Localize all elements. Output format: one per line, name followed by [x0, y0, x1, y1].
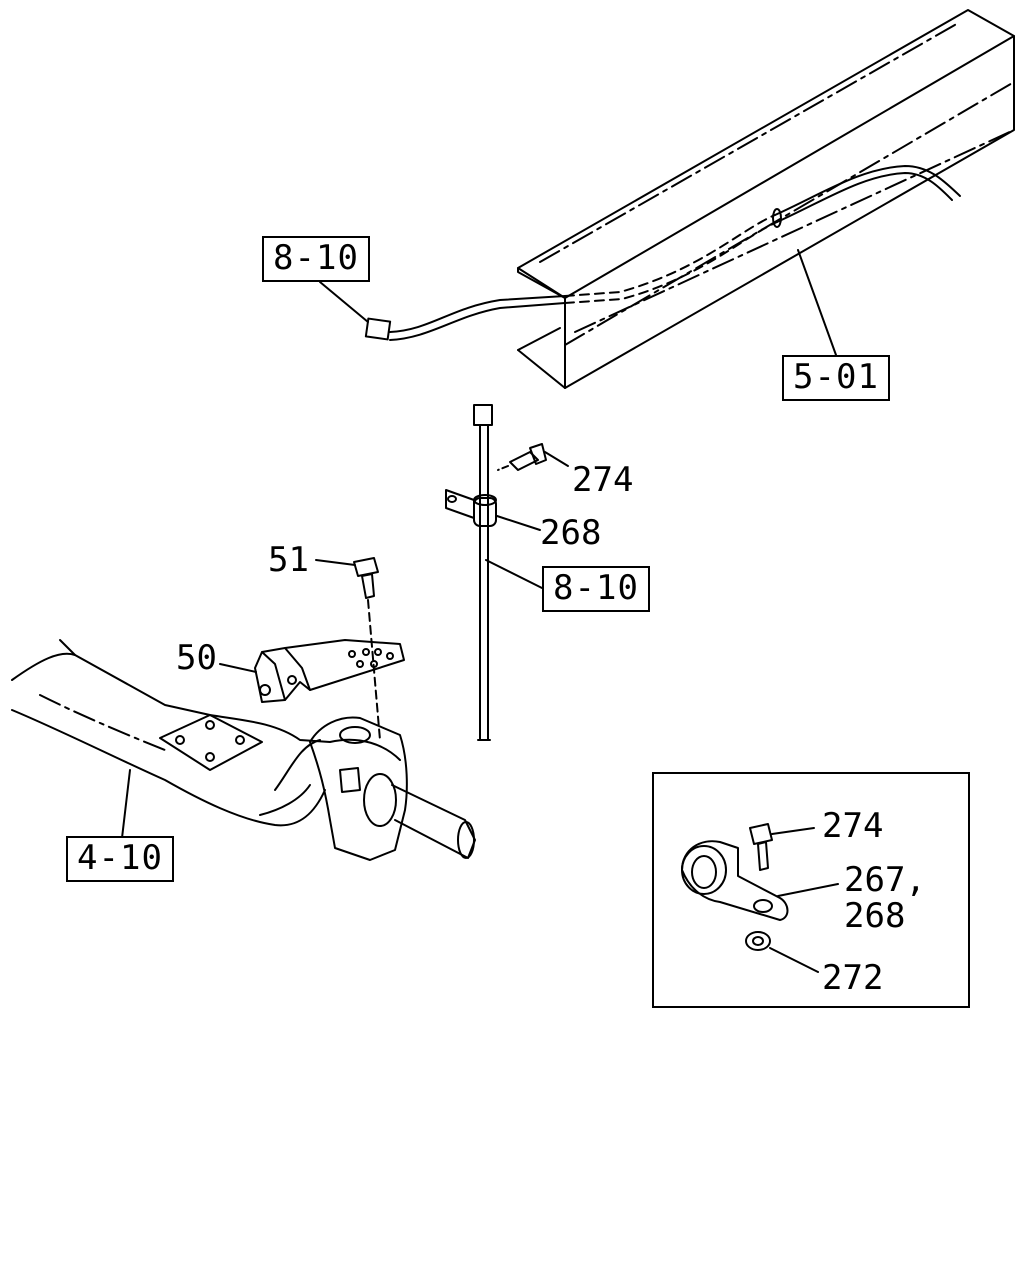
ref-box-frame[interactable]: 5-01: [782, 355, 890, 401]
ref-box-harness-top[interactable]: 8-10: [262, 236, 370, 282]
harness-wire-top: [320, 166, 960, 340]
inset-callout-274: 274: [822, 806, 884, 846]
ref-box-harness-mid[interactable]: 8-10: [542, 566, 650, 612]
harness-wire-vertical: [446, 405, 568, 740]
inset-callout-267: 267,: [844, 860, 926, 900]
callout-51: 51: [268, 540, 309, 580]
inset-callout-268: 268: [844, 896, 906, 936]
bolt-51-drawing: [316, 558, 380, 740]
bracket-50-drawing: [220, 640, 404, 702]
callout-274: 274: [572, 460, 634, 500]
ref-box-axle[interactable]: 4-10: [66, 836, 174, 882]
inset-callout-272: 272: [822, 958, 884, 998]
inset-detail-frame: [652, 772, 970, 1008]
frame-rail-drawing: [518, 10, 1014, 388]
callout-268: 268: [540, 513, 602, 553]
axle-beam-drawing: [12, 640, 475, 860]
inset-clip-drawing: [682, 824, 838, 972]
callout-50: 50: [176, 638, 217, 678]
